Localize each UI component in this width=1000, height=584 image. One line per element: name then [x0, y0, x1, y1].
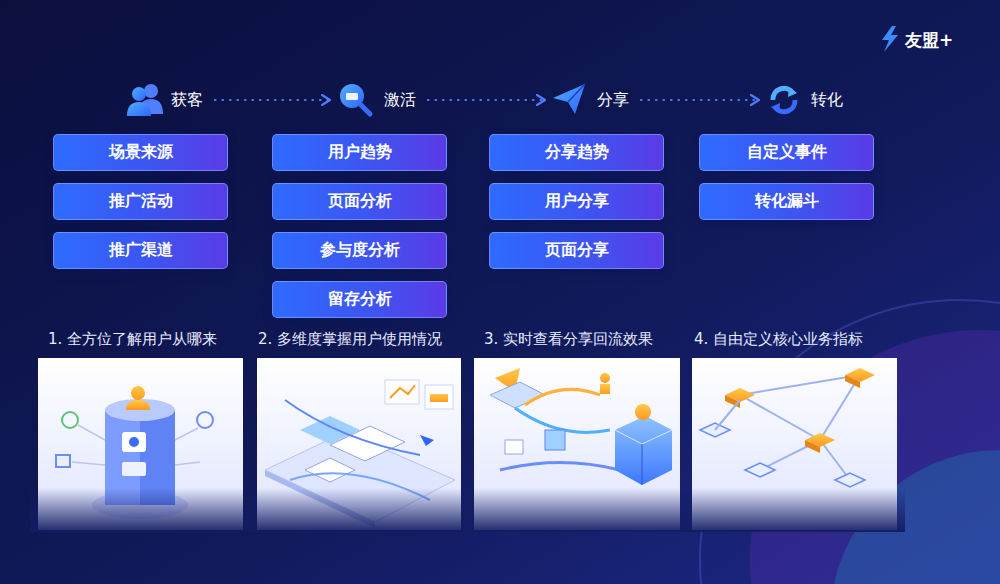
feature-button: 分享趋势 [489, 134, 664, 171]
button-label: 页面分析 [328, 191, 392, 212]
stage-name: 激活 [384, 90, 416, 111]
panel-caption: 3. 实时查看分享回流效果 [484, 330, 653, 349]
button-label: 自定义事件 [747, 142, 827, 163]
button-label: 用户分享 [545, 191, 609, 212]
feature-button: 自定义事件 [699, 134, 874, 171]
feature-button: 参与度分析 [272, 232, 447, 269]
button-label: 推广活动 [109, 191, 173, 212]
feature-button: 页面分享 [489, 232, 664, 269]
button-label: 场景来源 [109, 142, 173, 163]
button-label: 页面分享 [545, 240, 609, 261]
feature-button: 推广渠道 [53, 232, 228, 269]
search-icon [340, 84, 370, 114]
feature-button: 用户趋势 [272, 134, 447, 171]
feature-button: 推广活动 [53, 183, 228, 220]
button-label: 用户趋势 [328, 142, 392, 163]
flow-arrow [428, 99, 545, 101]
button-label: 参与度分析 [320, 240, 400, 261]
button-label: 转化漏斗 [755, 191, 819, 212]
panel-caption: 2. 多维度掌握用户使用情况 [258, 330, 442, 349]
stage-header: 分享 [553, 82, 633, 118]
logo-mark [882, 26, 898, 52]
share-flow-illustration [490, 368, 672, 485]
cycle-icon [771, 87, 797, 113]
plane-icon [553, 84, 585, 114]
metrics-illustration [700, 368, 875, 487]
stage-header: 转化 [767, 82, 847, 118]
stage-name: 转化 [811, 90, 843, 111]
feature-button: 转化漏斗 [699, 183, 874, 220]
feature-button: 页面分析 [272, 183, 447, 220]
button-label: 留存分析 [328, 289, 392, 310]
panel-caption: 4. 自由定义核心业务指标 [694, 330, 863, 349]
feature-button: 留存分析 [272, 281, 447, 318]
feature-button: 用户分享 [489, 183, 664, 220]
button-label: 推广渠道 [109, 240, 173, 261]
panel-caption: 1. 全方位了解用户从哪来 [48, 330, 217, 349]
users-icon [127, 84, 163, 116]
button-label: 分享趋势 [545, 142, 609, 163]
brand-logo-text: 友盟+ [905, 29, 953, 52]
stage-name: 分享 [597, 90, 629, 111]
stage-header: 获客 [125, 82, 207, 118]
flow-arrow [215, 99, 330, 101]
flow-arrow [641, 99, 759, 101]
feature-button: 场景来源 [53, 134, 228, 171]
stage-name: 获客 [171, 90, 203, 111]
stage-header: 激活 [338, 82, 420, 118]
